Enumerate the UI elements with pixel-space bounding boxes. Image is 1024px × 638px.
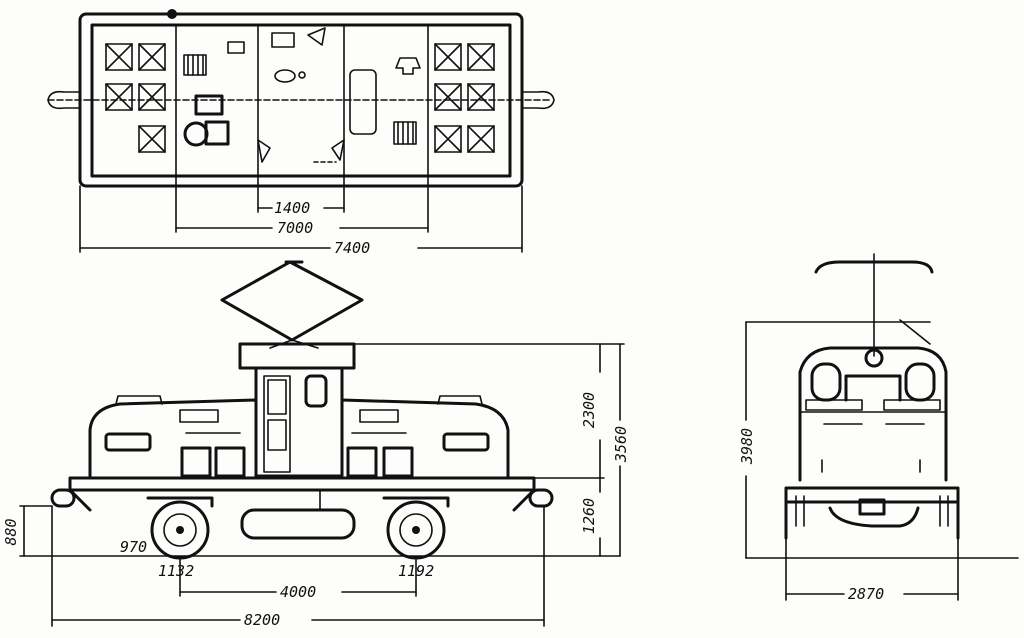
resistor-boxes-right: [434, 43, 495, 153]
dim-total-height-side: 3560: [612, 426, 630, 463]
dim-upper-height: 2300: [580, 392, 598, 428]
pantograph: [220, 260, 364, 349]
wheel-left: [146, 496, 214, 560]
dim-inner-length: 7000: [277, 219, 313, 237]
dim-axle-left: 1132: [158, 562, 194, 580]
dim-body-length-top: 7400: [334, 239, 370, 257]
dim-axle-right: 1192: [398, 562, 434, 580]
dim-front-width: 2870: [848, 585, 884, 603]
side-elevation: [19, 260, 625, 627]
resistor-boxes-left: [105, 43, 166, 153]
front-elevation: [745, 253, 1019, 601]
dim-wheel-diameter: 970: [120, 538, 147, 556]
dim-buffer-height: 880: [2, 518, 20, 545]
dim-cab-width-top: 1400: [274, 199, 310, 217]
dim-wheelbase: 4000: [280, 583, 316, 601]
plan-view: [47, 9, 555, 253]
dim-lower-height: 1260: [580, 498, 598, 534]
wheel-right: [382, 496, 450, 560]
dim-overall-length: 8200: [244, 611, 280, 629]
dim-total-height-front: 3980: [738, 428, 756, 465]
